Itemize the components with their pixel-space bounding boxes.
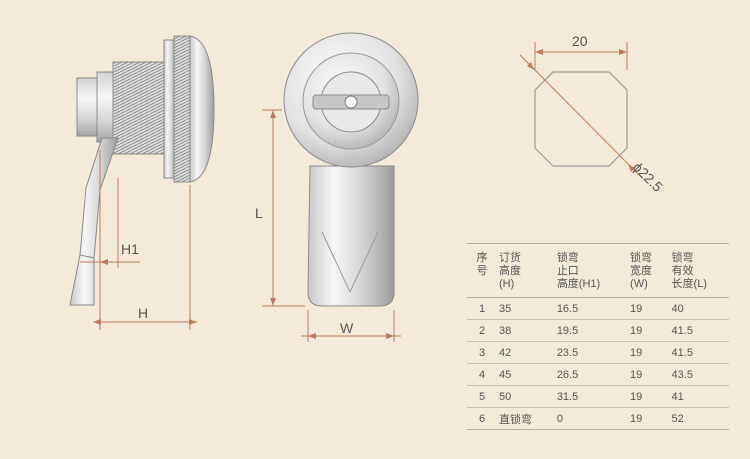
table-cell: 23.5: [552, 341, 627, 364]
table-row: 3 42 23.5 19 41.5: [467, 341, 729, 364]
table-cell: 直锁弯: [495, 407, 553, 430]
threaded-body: [112, 61, 168, 155]
table-row: 2 38 19.5 19 41.5: [467, 319, 729, 342]
table-cell: 41: [667, 385, 729, 408]
table-cell: 2: [467, 319, 495, 342]
table-cell: 19.5: [552, 319, 627, 342]
side-view-dimensions: [80, 150, 197, 330]
side-view: [69, 35, 215, 306]
bezel-cap: [189, 35, 215, 183]
profile-view: [534, 71, 628, 167]
table-cell: 19: [626, 341, 668, 364]
table-row: 6 直锁弯 0 19 52: [467, 407, 729, 430]
table-row: 4 45 26.5 19 43.5: [467, 363, 729, 386]
bezel-ring: [173, 35, 191, 183]
front-view: [283, 32, 419, 307]
dimension-diameter-label: ϕ22.5: [630, 159, 666, 195]
table-cell: 4: [467, 363, 495, 386]
table-cell: 3: [467, 341, 495, 364]
key-cylinder: [76, 77, 100, 137]
front-view-dimensions: [262, 109, 401, 342]
table-cell: 40: [667, 297, 729, 320]
table-cell: 45: [495, 363, 553, 386]
table-cell: 19: [626, 363, 668, 386]
spec-table: 序 号 订货 高度 (H) 锁弯 止口 高度(H1) 锁弯 宽度 (W) 锁弯 …: [467, 243, 729, 430]
dimension-l-label: L: [255, 205, 263, 221]
table-cell: 38: [495, 319, 553, 342]
table-cell: 42: [495, 341, 553, 364]
spec-table-header: 序 号 订货 高度 (H) 锁弯 止口 高度(H1) 锁弯 宽度 (W) 锁弯 …: [467, 243, 729, 298]
dimension-h1-label: H1: [121, 241, 139, 257]
table-cell: 6: [467, 407, 495, 430]
table-cell: 41.5: [667, 319, 729, 342]
dimension-h-label: H: [138, 305, 148, 321]
cam-arm-front: [307, 165, 395, 307]
table-cell: 41.5: [667, 341, 729, 364]
cam-profile-outline: [534, 71, 628, 167]
header-cam-width: 锁弯 宽度 (W): [626, 243, 668, 298]
profile-view-dimensions: [519, 42, 643, 179]
cylinder-collar: [96, 71, 114, 143]
header-cam-stop-height: 锁弯 止口 高度(H1): [552, 243, 627, 298]
table-cell: 5: [467, 385, 495, 408]
table-cell: 1: [467, 297, 495, 320]
table-row: 5 50 31.5 19 41: [467, 385, 729, 408]
table-cell: 0: [552, 407, 627, 430]
dimension-w-label: W: [340, 320, 354, 336]
cam-arm-side: [69, 137, 119, 306]
table-row: 1 35 16.5 19 40: [467, 297, 729, 320]
table-cell: 31.5: [552, 385, 627, 408]
table-cell: 19: [626, 385, 668, 408]
header-index: 序 号: [467, 243, 495, 298]
table-cell: 26.5: [552, 363, 627, 386]
table-cell: 43.5: [667, 363, 729, 386]
table-cell: 16.5: [552, 297, 627, 320]
dimension-20-label: 20: [572, 33, 588, 49]
header-cam-length: 锁弯 有效 长度(L): [667, 243, 729, 298]
table-cell: 35: [495, 297, 553, 320]
header-order-height: 订货 高度 (H): [495, 243, 553, 298]
table-cell: 19: [626, 297, 668, 320]
table-cell: 50: [495, 385, 553, 408]
table-cell: 19: [626, 319, 668, 342]
keyhole: [344, 95, 358, 109]
table-cell: 52: [667, 407, 729, 430]
table-cell: 19: [626, 407, 668, 430]
